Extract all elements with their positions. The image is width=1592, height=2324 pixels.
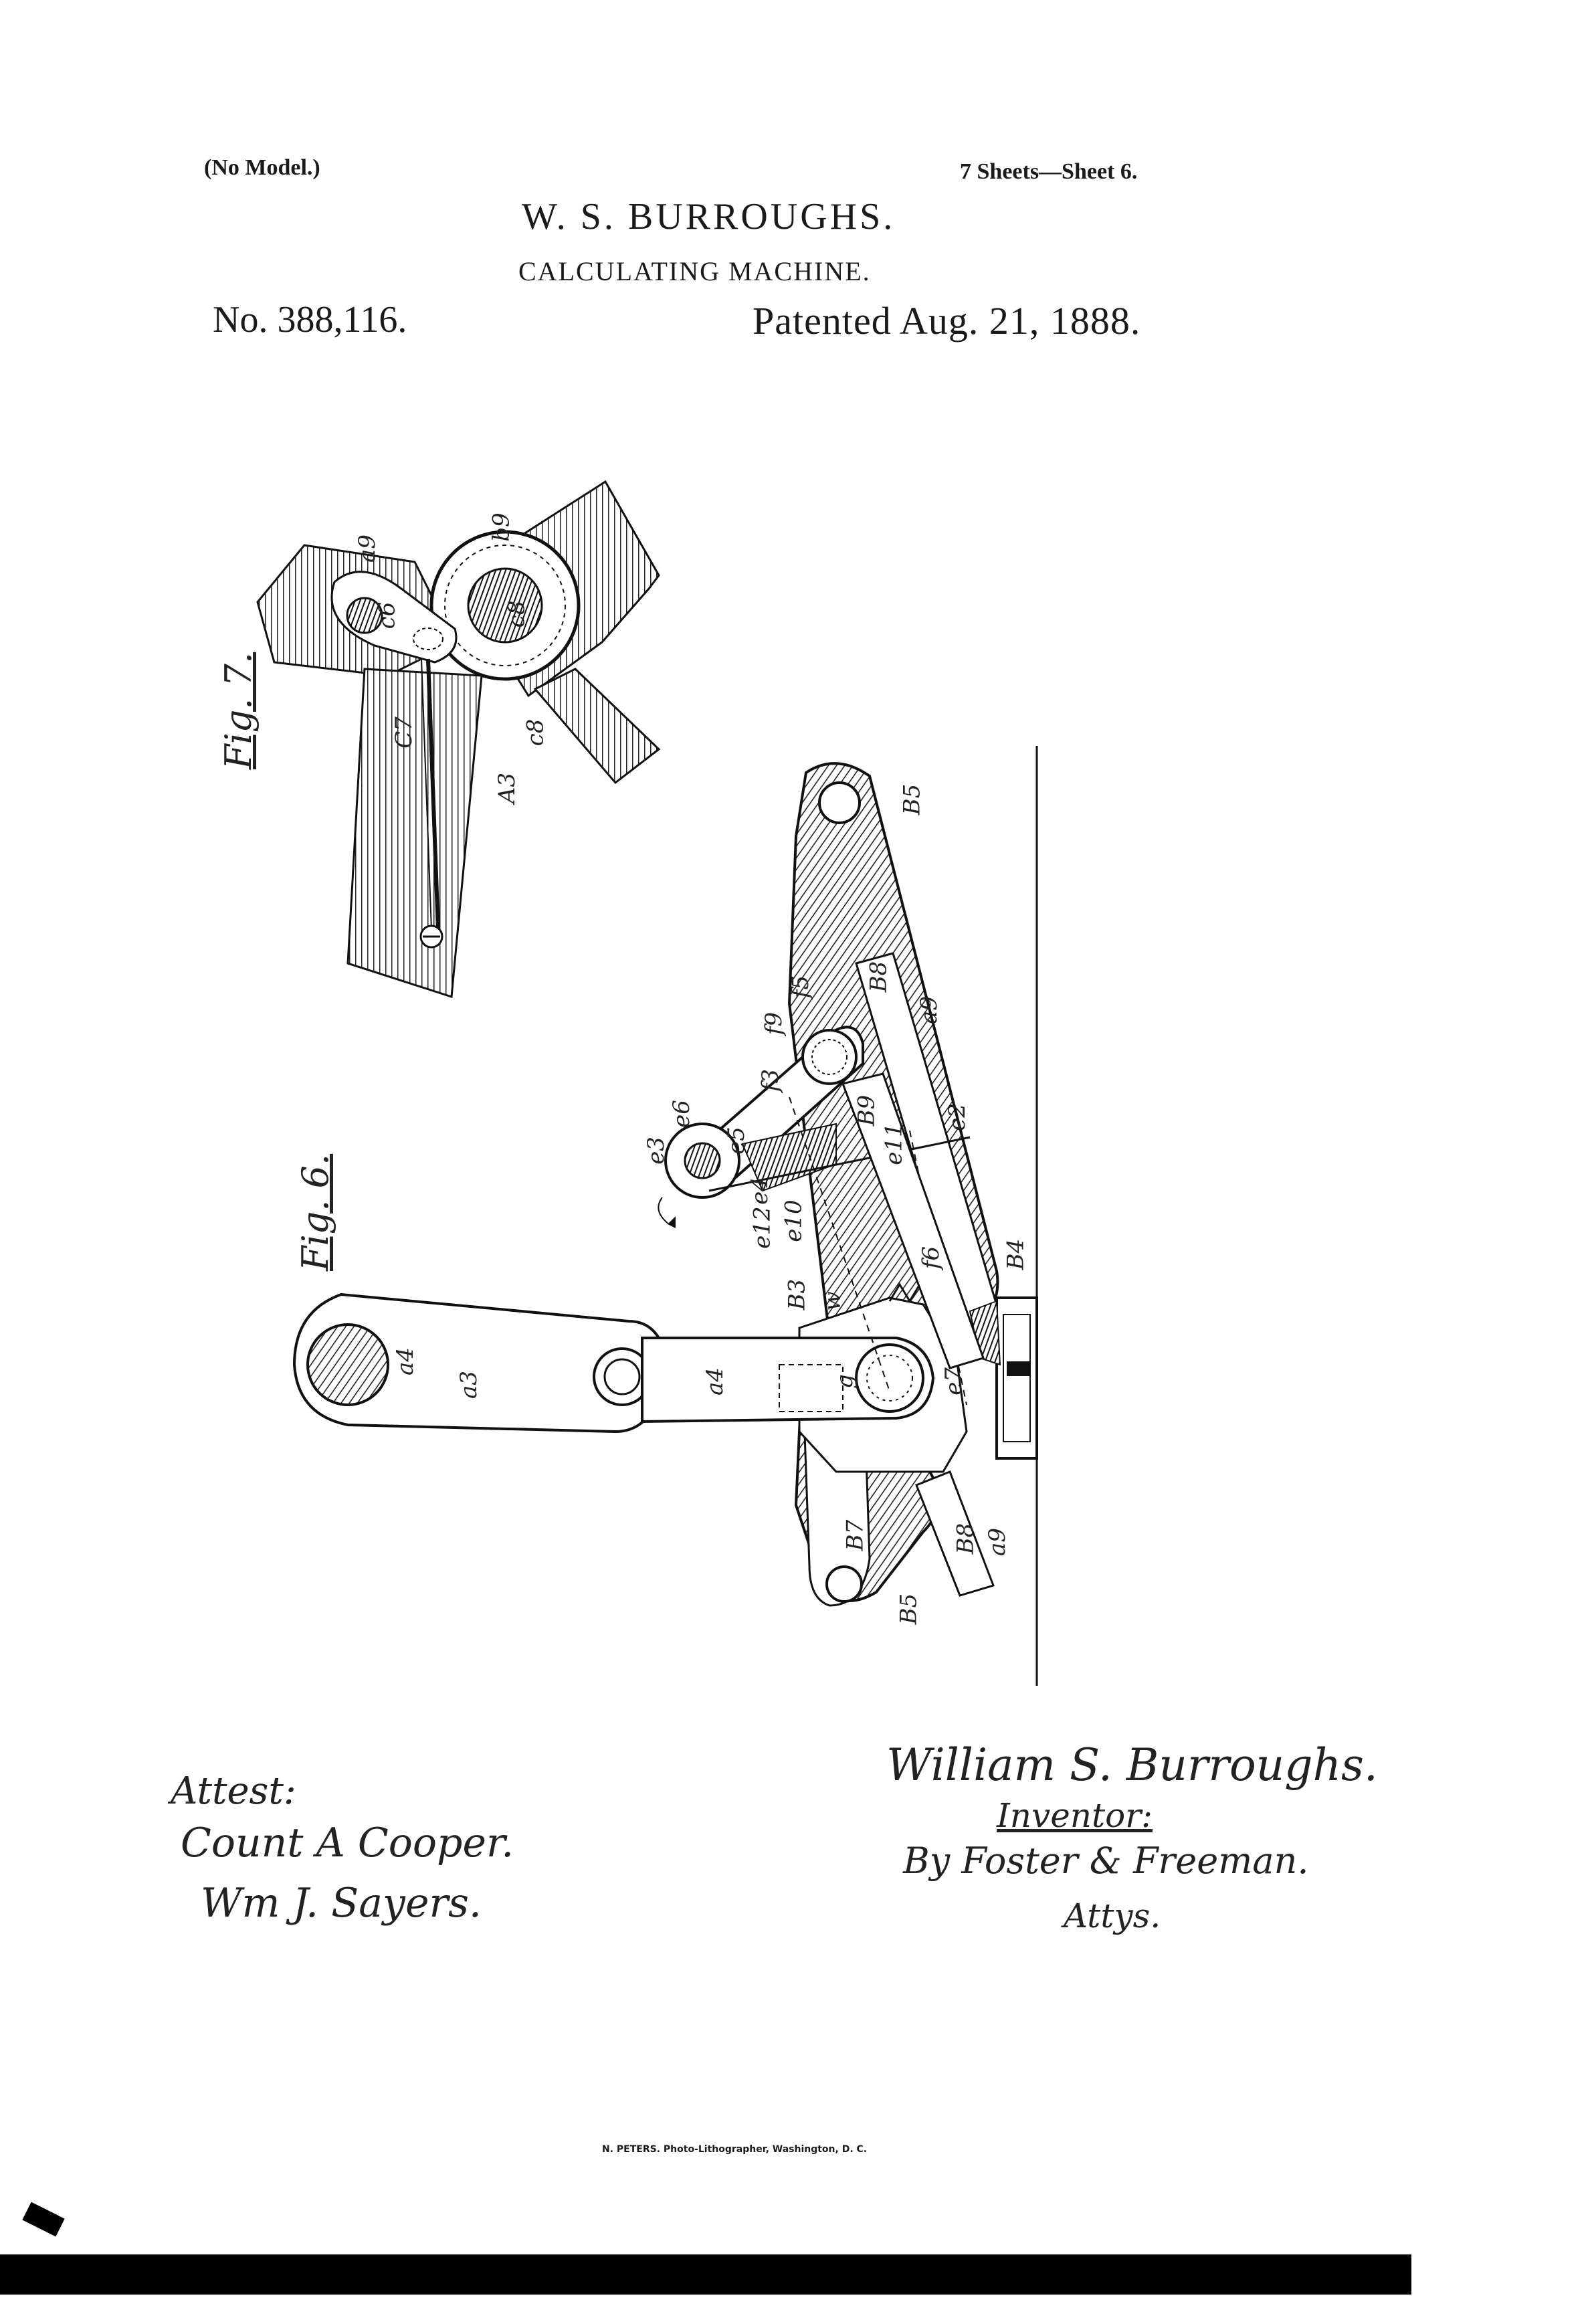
fig6-label: B5 — [895, 1593, 922, 1625]
fig7-label: c8 — [503, 600, 530, 628]
fig6-label: w — [819, 1291, 846, 1311]
fig6-label: a9 — [915, 996, 942, 1024]
sheet-count: 7 Sheets—Sheet 6. — [960, 159, 1138, 184]
fig6-link-f6 — [841, 1072, 985, 1369]
fig6-label: e2 — [943, 1103, 971, 1131]
fig6-label: g — [831, 1374, 858, 1389]
fig6-label: B4 — [1002, 1238, 1029, 1270]
fig6-label: a4 — [701, 1367, 728, 1395]
inventor-signature: William S. Burroughs. — [886, 1739, 1378, 1791]
patent-number: No. 388,116. — [213, 299, 407, 341]
fig6-label: B3 — [783, 1278, 811, 1311]
inventor-label: Inventor: — [997, 1796, 1153, 1835]
fig6-label: a3 — [455, 1371, 482, 1399]
fig6-label: e11 — [880, 1123, 908, 1165]
fig7-leg — [346, 668, 483, 999]
fig7-label: A3 — [494, 772, 521, 804]
fig6-label: e4 — [746, 1177, 773, 1205]
attest-heading: Attest: — [171, 1769, 296, 1813]
fig6-label: B8 — [952, 1523, 979, 1555]
fig7-caption: Fig. 7. — [217, 652, 260, 769]
fig7-label: b9 — [488, 512, 515, 542]
fig6-label: f3 — [757, 1068, 785, 1092]
invention-title: CALCULATING MACHINE. — [518, 256, 871, 286]
fig6-label: e12 — [749, 1206, 776, 1249]
fig6-lever-a3 — [292, 1292, 664, 1434]
fig6-label: e7 — [940, 1367, 967, 1395]
fig7-label: C7 — [390, 716, 417, 749]
fig7-label: c8 — [522, 718, 549, 747]
attorneys-abbrev: Attys. — [1064, 1897, 1161, 1935]
fig6-label: f5 — [787, 975, 815, 999]
fig6-label: B8 — [865, 961, 892, 993]
fig7-arm-lower-right — [533, 668, 661, 785]
model-note: (No Model.) — [204, 155, 320, 180]
inventor-name: W. S. BURROUGHS. — [522, 196, 896, 237]
fig6-caption: Fig. 6. — [294, 1153, 336, 1271]
attorney-signature: By Foster & Freeman. — [903, 1840, 1309, 1882]
fig6-label: B9 — [853, 1094, 880, 1127]
fig6-label: e10 — [780, 1199, 807, 1242]
fig6-label: f9 — [761, 1011, 788, 1036]
lithographer-credit: N. PETERS. Photo-Lithographer, Washingto… — [602, 2144, 868, 2155]
fig7-drawing — [256, 480, 661, 999]
fig6-drawing — [292, 746, 1038, 1686]
witness-signature-1: Count A Cooper. — [181, 1820, 514, 1866]
fig6-label: e6 — [668, 1100, 695, 1128]
fig6-label: f6 — [918, 1246, 945, 1270]
fig6-label: e3 — [642, 1137, 670, 1165]
fig6-label: a9 — [983, 1528, 1011, 1556]
fig6-label: B7 — [841, 1519, 869, 1551]
patent-date: Patented Aug. 21, 1888. — [753, 299, 1141, 343]
fig6-label: a4 — [391, 1347, 419, 1375]
witness-signature-2: Wm J. Sayers. — [201, 1880, 482, 1927]
fig7-label: a9 — [353, 535, 381, 563]
fig6-bar-b8-lower — [915, 1470, 995, 1597]
fig7-label: c6 — [373, 601, 401, 630]
fig6-label: B5 — [898, 783, 926, 815]
fig6-label: e5 — [722, 1127, 750, 1155]
